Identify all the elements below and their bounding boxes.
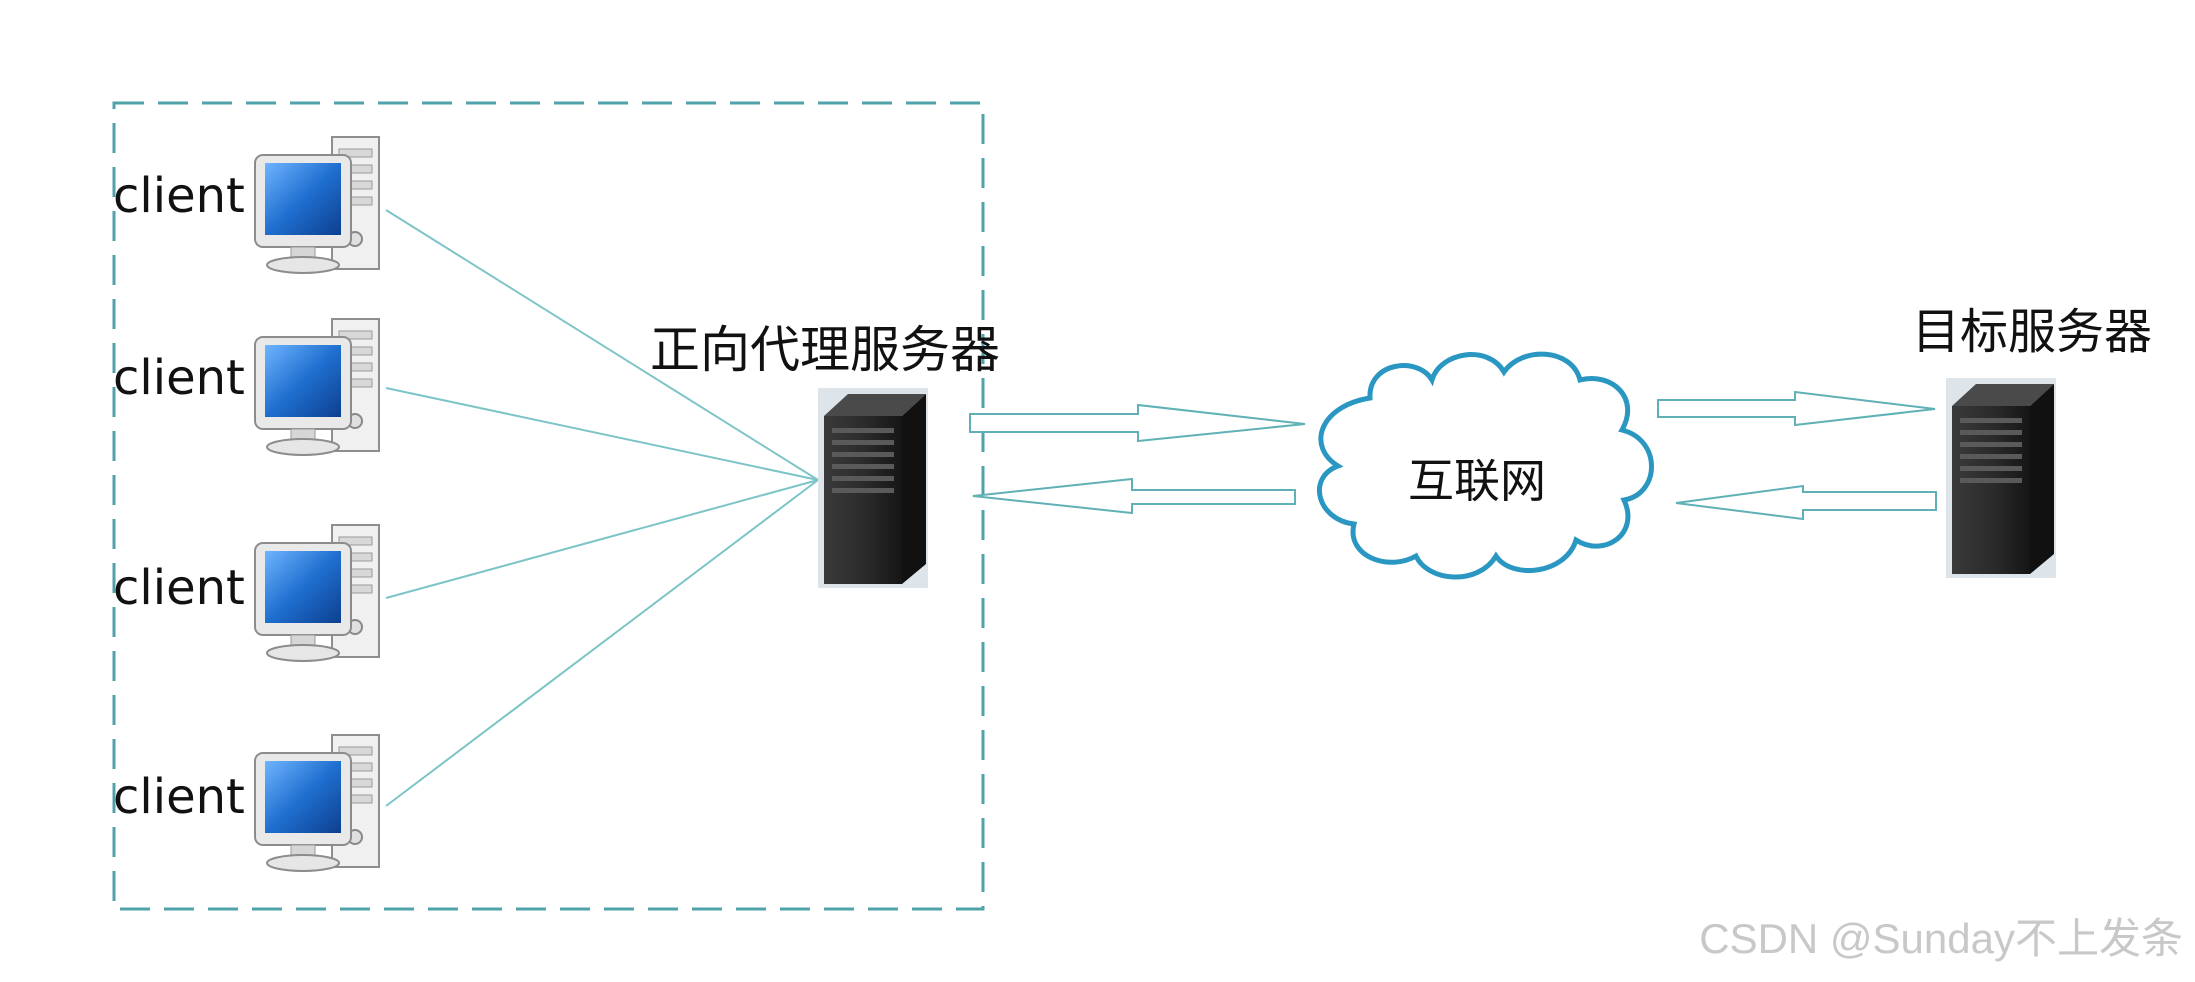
client-2-label: client [113, 350, 245, 406]
internet-cloud-icon [1317, 351, 1654, 580]
client-4-label: client [113, 769, 245, 825]
internet-target-arrows [1657, 390, 1937, 521]
proxy-server-icon [818, 388, 928, 588]
target-server-icon [1946, 378, 2056, 578]
response-arrow-from-target [1675, 484, 1937, 521]
client-3-computer-icon [254, 524, 380, 662]
client-1-computer-icon [254, 136, 380, 274]
internet-label: 互联网 [1408, 454, 1546, 508]
client-1-label: client [113, 168, 245, 224]
request-arrow-to-target [1657, 390, 1936, 427]
response-arrow-from-internet [972, 477, 1296, 515]
watermark: CSDN @Sunday不上发条 [1699, 915, 2183, 962]
proxy-server-label: 正向代理服务器 [650, 321, 1000, 379]
proxy-internet-arrows [969, 403, 1306, 515]
request-arrow-to-internet [969, 403, 1306, 443]
target-server-label: 目标服务器 [1912, 304, 2153, 360]
client-4-computer-icon [254, 734, 380, 872]
client-2-computer-icon [254, 318, 380, 456]
client-3-label: client [113, 560, 245, 616]
client-proxy-links [385, 209, 819, 807]
